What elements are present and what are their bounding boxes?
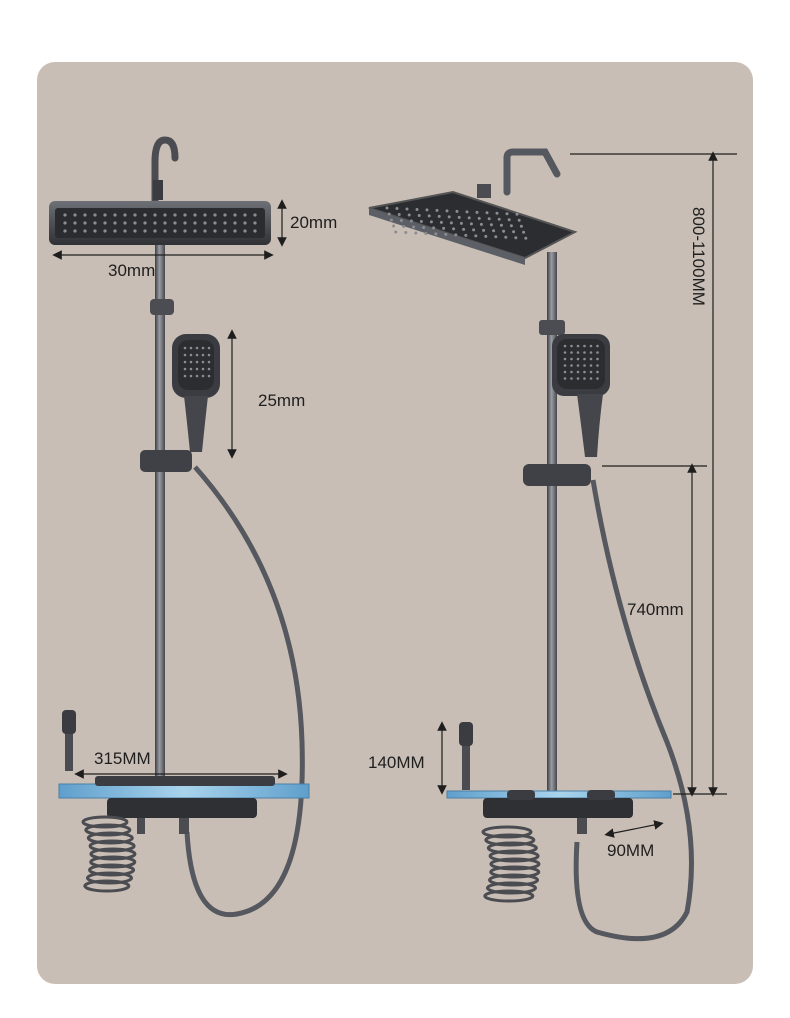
side-view [368, 148, 694, 942]
front-bidet-spray [62, 710, 76, 734]
front-hose [184, 465, 305, 918]
side-riser-bar [547, 252, 557, 792]
side-coiled-hose [481, 825, 541, 903]
side-glass-shelf [446, 790, 672, 799]
front-view [49, 136, 310, 918]
label-shelf-depth: 90MM [607, 841, 655, 860]
side-hose [573, 479, 694, 942]
label-total-height: 800-1100MM [689, 207, 708, 306]
side-bidet-spray [459, 722, 473, 746]
label-handheld-height: 25mm [258, 391, 306, 410]
side-slide-holder [523, 464, 591, 486]
dimension-lines [52, 151, 737, 838]
label-spout-height: 140MM [368, 753, 425, 772]
product-diagram-panel: 20mm 30mm 25mm 315MM 800-1100MM 740mm 14… [37, 62, 753, 984]
side-handheld-shower [552, 334, 610, 457]
front-handheld-shower [172, 334, 220, 452]
label-head-width: 30mm [108, 261, 156, 280]
front-riser-bar [155, 245, 165, 790]
side-shower-arm [503, 148, 561, 196]
label-head-thickness: 20mm [290, 213, 338, 232]
front-mixer-body [107, 798, 257, 818]
label-shelf-width: 315MM [94, 749, 151, 768]
front-upper-holder [150, 299, 174, 315]
front-glass-shelf [58, 783, 310, 799]
front-gooseneck [151, 136, 179, 206]
side-head-nozzles [385, 206, 528, 240]
front-head-nozzles [63, 213, 257, 233]
front-coiled-hose [81, 815, 137, 893]
side-mixer-body [483, 798, 633, 818]
side-upper-holder [539, 320, 565, 335]
shower-system-illustration [49, 136, 737, 942]
label-bar-height: 740mm [627, 600, 684, 619]
dim-shelf-depth-line [604, 820, 664, 838]
front-slide-holder [140, 450, 192, 472]
